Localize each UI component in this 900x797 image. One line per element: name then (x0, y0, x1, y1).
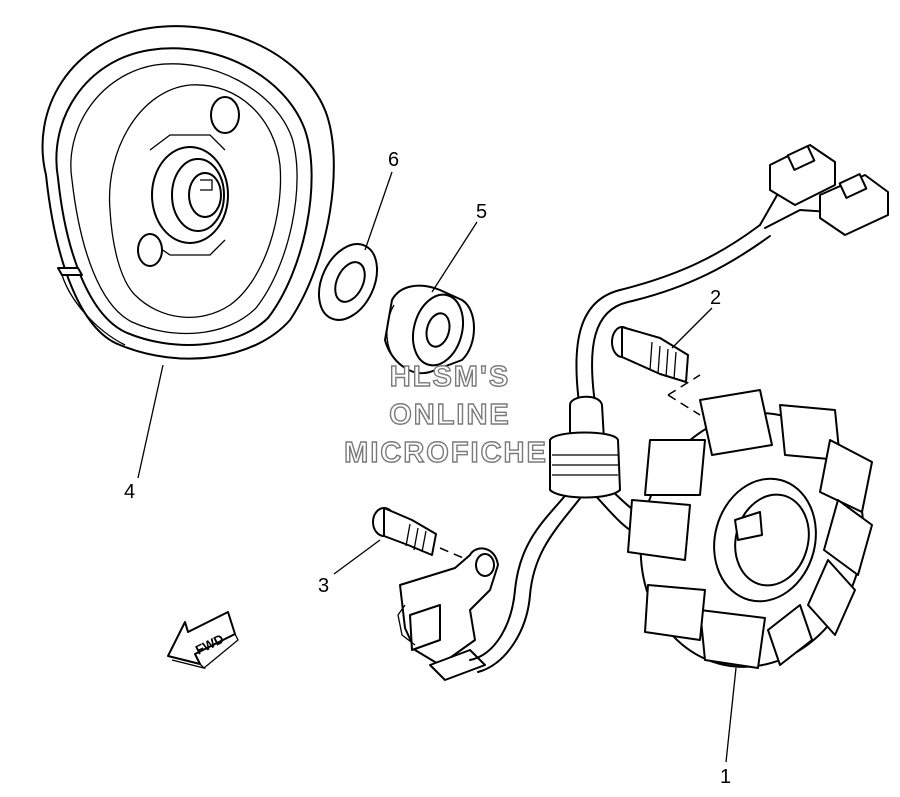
callout-1: 1 (720, 766, 731, 788)
connector-plug-2[interactable] (819, 173, 889, 236)
collar[interactable] (384, 284, 475, 375)
callout-5: 5 (476, 201, 487, 223)
watermark-line-1: HLSM'S (390, 361, 510, 393)
washer[interactable] (308, 235, 389, 329)
connector-plug-1[interactable] (769, 144, 836, 206)
watermark-line-3: MICROFICHE (344, 437, 548, 469)
stator[interactable] (613, 388, 892, 692)
watermark-line-2: ONLINE (389, 399, 511, 431)
fwd-direction-arrow: FWD (167, 611, 239, 670)
callout-4: 4 (124, 481, 135, 503)
watermark: HLSM'S ONLINE MICROFICHE (343, 360, 548, 469)
bolt3-path-line (439, 547, 469, 561)
pickup-coil[interactable] (397, 547, 499, 681)
leader-lines (137, 171, 737, 763)
callout-6: 6 (388, 149, 399, 171)
stator-bolt[interactable] (611, 326, 689, 383)
pickup-bolt[interactable] (372, 507, 437, 556)
bolt2-path-line (667, 374, 701, 396)
callout-3: 3 (318, 575, 329, 597)
rotor-flywheel[interactable] (41, 25, 335, 360)
bolt2-path-line-2 (667, 394, 701, 416)
callout-2: 2 (710, 287, 721, 309)
